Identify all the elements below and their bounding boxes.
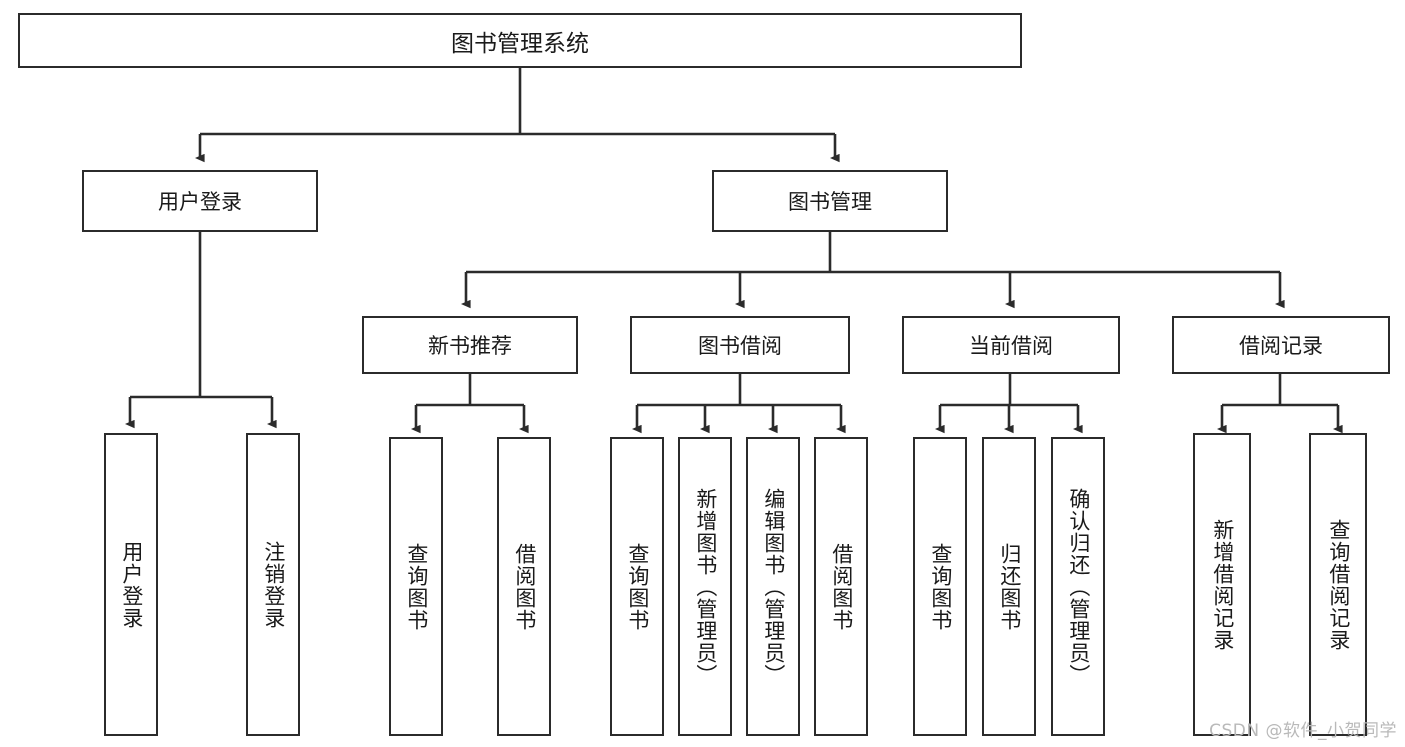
node-book-management[interactable]: 图书管理 <box>712 170 948 232</box>
node-user-login[interactable]: 用户登录 <box>82 170 318 232</box>
leaf-borrow-book-recommend[interactable]: 借阅图书 <box>497 437 551 736</box>
leaf-query-borrow-record[interactable]: 查询借阅记录 <box>1309 433 1367 736</box>
leaf-query-book-current[interactable]: 查询图书 <box>913 437 967 736</box>
leaf-query-book-recommend[interactable]: 查询图书 <box>389 437 443 736</box>
leaf-add-book-admin[interactable]: 新增图书（管理员） <box>678 437 732 736</box>
leaf-label: 借阅图书 <box>512 542 537 631</box>
node-book-borrow[interactable]: 图书借阅 <box>630 316 850 374</box>
node-borrow-record[interactable]: 借阅记录 <box>1172 316 1390 374</box>
leaf-label: 查询图书 <box>404 542 429 631</box>
node-root-system[interactable]: 图书管理系统 <box>18 13 1022 68</box>
leaf-add-borrow-record[interactable]: 新增借阅记录 <box>1193 433 1251 736</box>
leaf-label: 归还图书 <box>997 542 1022 631</box>
node-current-borrow[interactable]: 当前借阅 <box>902 316 1120 374</box>
leaf-borrow-book[interactable]: 借阅图书 <box>814 437 868 736</box>
leaf-label: 借阅图书 <box>829 542 854 631</box>
leaf-label: 用户登录 <box>119 540 144 629</box>
leaf-edit-book-admin[interactable]: 编辑图书（管理员） <box>746 437 800 736</box>
leaf-return-book[interactable]: 归还图书 <box>982 437 1036 736</box>
leaf-label: 新增借阅记录 <box>1210 518 1235 651</box>
node-new-book-recommend[interactable]: 新书推荐 <box>362 316 578 374</box>
leaf-user-login[interactable]: 用户登录 <box>104 433 158 736</box>
leaf-label: 注销登录 <box>261 540 286 629</box>
leaf-logout-login[interactable]: 注销登录 <box>246 433 300 736</box>
leaf-confirm-return-admin[interactable]: 确认归还（管理员） <box>1051 437 1105 736</box>
leaf-label: 确认归还（管理员） <box>1066 487 1091 686</box>
leaf-label: 查询借阅记录 <box>1326 518 1351 651</box>
leaf-label: 新增图书（管理员） <box>693 487 718 686</box>
leaf-label: 查询图书 <box>625 542 650 631</box>
leaf-label: 编辑图书（管理员） <box>761 487 786 686</box>
leaf-query-book-borrow[interactable]: 查询图书 <box>610 437 664 736</box>
leaf-label: 查询图书 <box>928 542 953 631</box>
